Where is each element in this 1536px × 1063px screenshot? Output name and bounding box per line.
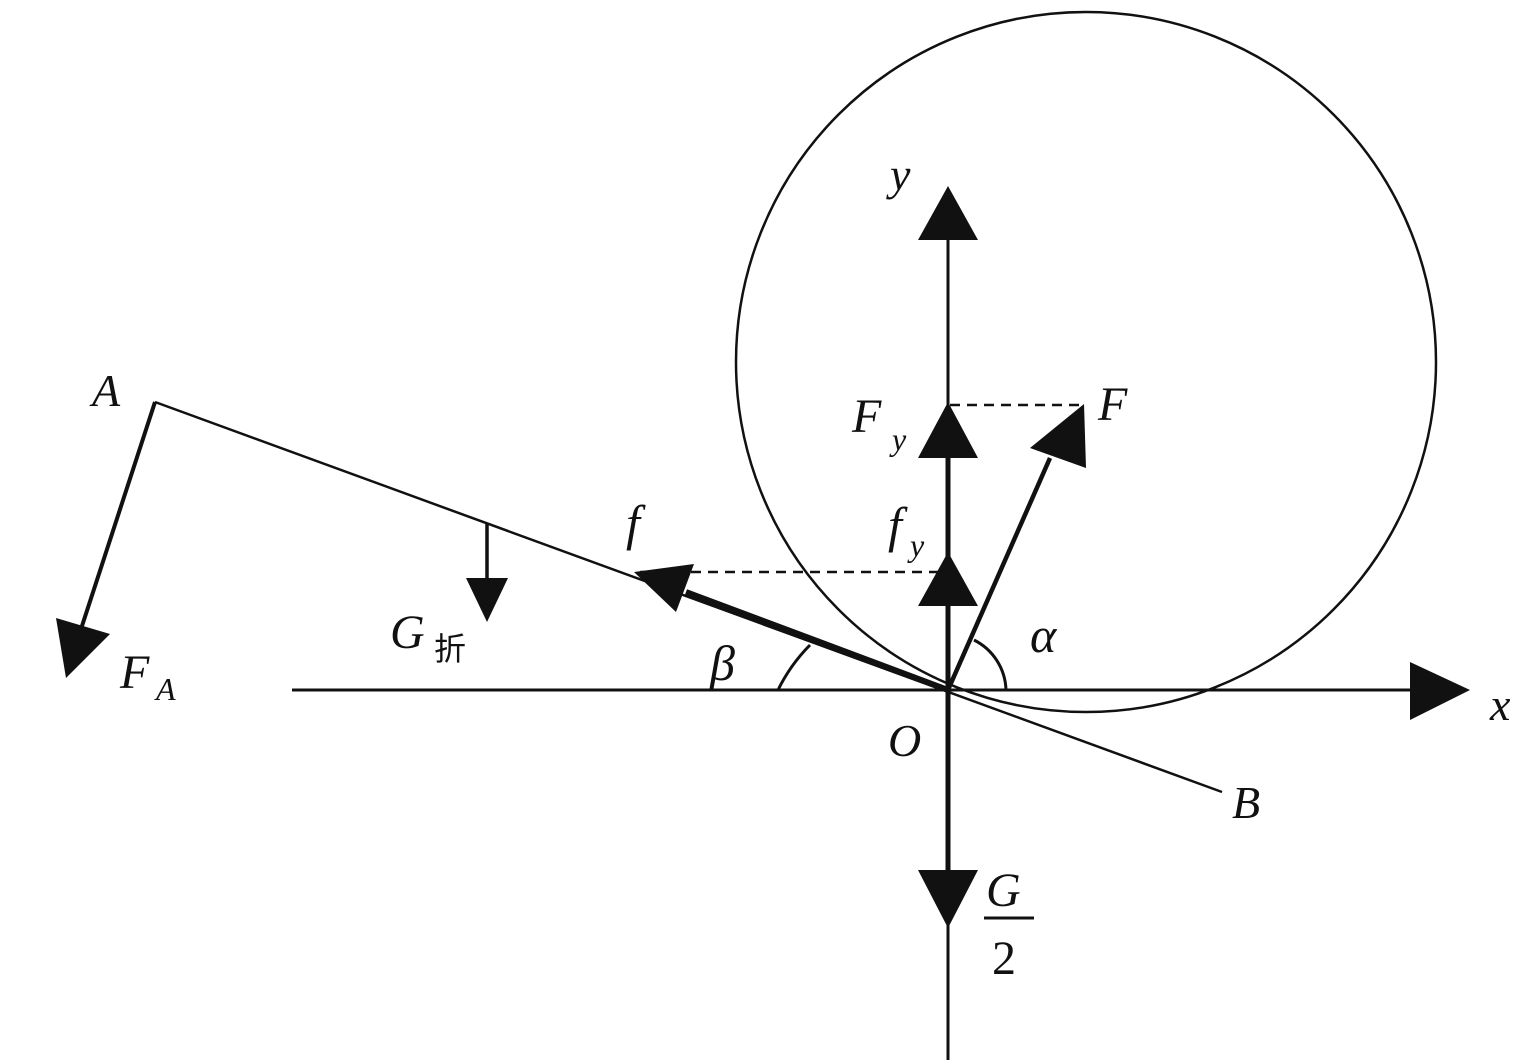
rod-weight-arrowhead bbox=[466, 578, 508, 622]
friction-y-subscript: y bbox=[907, 527, 925, 563]
force-fa-subscript: A bbox=[154, 671, 176, 707]
alpha-angle-label: α bbox=[1030, 607, 1058, 663]
alpha-angle-arc bbox=[973, 638, 1008, 691]
friction-y-label: f bbox=[888, 497, 908, 553]
x-axis-label: x bbox=[1489, 679, 1511, 730]
x-axis-arrowhead bbox=[1410, 662, 1470, 720]
fy-force-arrowhead bbox=[918, 402, 978, 458]
rod-weight-label: G bbox=[390, 606, 425, 659]
friction-label: f bbox=[626, 495, 646, 551]
half-weight-arrowhead bbox=[918, 870, 978, 928]
y-axis-arrowhead bbox=[918, 186, 978, 240]
beta-angle-label: β bbox=[709, 635, 735, 691]
force-fa-label: F bbox=[119, 646, 150, 699]
rod-weight-subscript: 折 bbox=[434, 630, 466, 668]
point-b-label: B bbox=[1232, 777, 1260, 828]
friction-force-arrowhead bbox=[634, 564, 694, 612]
force-fy-subscript: y bbox=[889, 421, 907, 457]
half-weight-denominator: 2 bbox=[992, 932, 1016, 985]
force-fy-label: F bbox=[851, 390, 882, 443]
point-a-label: A bbox=[89, 365, 121, 416]
beta-angle-arc bbox=[776, 643, 812, 691]
f-force-arrowhead bbox=[1030, 404, 1086, 468]
wheel-circle bbox=[734, 10, 1438, 714]
origin-label: O bbox=[888, 715, 921, 766]
fa-force-arrowhead bbox=[56, 618, 110, 678]
f-force-line bbox=[945, 457, 1053, 691]
friction-y-arrowhead bbox=[918, 552, 978, 606]
friction-force-line bbox=[684, 589, 950, 693]
rod-ab-line bbox=[154, 400, 1223, 794]
half-weight-numerator: G bbox=[986, 864, 1021, 917]
force-f-label: F bbox=[1097, 378, 1128, 431]
y-axis-label: y bbox=[886, 149, 911, 200]
fa-force-line bbox=[80, 401, 157, 627]
